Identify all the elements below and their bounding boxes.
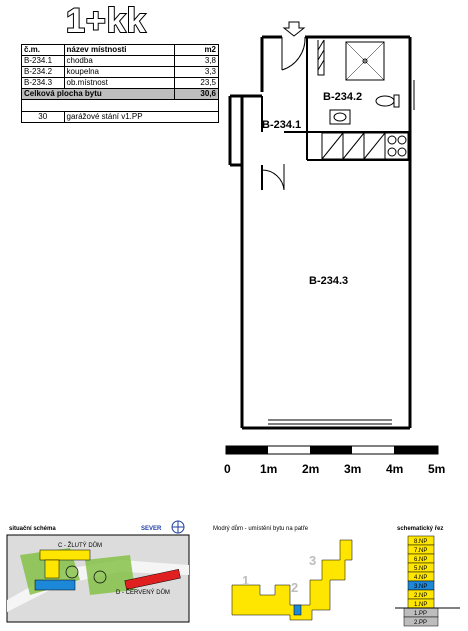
floor-label: 4.NP: [414, 575, 427, 581]
sink-icon: [329, 109, 351, 125]
north-label: SEVER: [141, 526, 162, 532]
bath-pipe: [317, 39, 325, 76]
scale-label: 2m: [302, 462, 319, 476]
interior-walls: [261, 37, 410, 190]
room-table: č.m. název místnosti m2 B-234.1 chodba 3…: [20, 44, 220, 123]
position-marker: 1: [242, 573, 249, 588]
entry-door: [281, 36, 306, 71]
room-table-header: č.m. název místnosti m2: [21, 44, 219, 56]
floor-label: 2.NP: [414, 593, 427, 599]
scale-label: 0: [224, 462, 231, 476]
table-row: B-234.3 ob.místnost 23,5: [21, 77, 219, 89]
floor-label: 1.NP: [414, 602, 427, 608]
room-label-bath: B-234.2: [323, 91, 362, 103]
room-area: 23,5: [174, 77, 219, 89]
apartment-type-title: 1+kk: [65, 1, 147, 41]
total-row: Celková plocha bytu 30,6: [20, 88, 219, 100]
yellow-house-label: C - ŽLUTÝ DŮM: [58, 541, 102, 549]
scale-label: 5m: [428, 462, 445, 476]
scale-label: 3m: [344, 462, 361, 476]
room-label-living: B-234.3: [309, 275, 348, 287]
scale-bar: [225, 445, 439, 455]
position-marker: 3: [309, 553, 316, 568]
garage-label: garážové stání v1.PP: [63, 111, 220, 123]
walls: [228, 35, 412, 430]
schematic-section: [395, 535, 460, 627]
floor-label: 2.PP: [414, 620, 427, 626]
garage-row: 30 garážové stání v1.PP: [21, 111, 220, 123]
floor-label: 3.NP: [414, 584, 427, 590]
room-label-hall: B-234.1: [262, 119, 301, 131]
position-marker: 2: [291, 580, 298, 595]
hall-door: [261, 164, 285, 191]
toilet-icon: [375, 94, 400, 108]
kitchen-unit: [321, 132, 409, 160]
window-marks: [268, 80, 415, 425]
schematic-title: schematický řez: [397, 526, 443, 532]
shower-icon: [345, 41, 385, 81]
situation-map: [6, 534, 190, 623]
scale-label: 1m: [260, 462, 277, 476]
blue-house-floorplan: [231, 539, 353, 621]
situation-title: situační schéma: [9, 526, 56, 532]
scale-label: 4m: [386, 462, 403, 476]
floor-label: 1.PP: [414, 611, 427, 617]
red-house-label: D - ČERVENÝ DŮM: [116, 589, 170, 596]
floor-label: 6.NP: [414, 557, 427, 563]
floor-label: 7.NP: [414, 548, 427, 554]
floor-label: 5.NP: [414, 566, 427, 572]
compass-icon: [171, 520, 185, 534]
blue-house-title: Modrý dům - umístění bytu na patře: [213, 525, 309, 532]
floor-label: 8.NP: [414, 539, 427, 545]
entrance-arrow-icon: [282, 21, 306, 37]
